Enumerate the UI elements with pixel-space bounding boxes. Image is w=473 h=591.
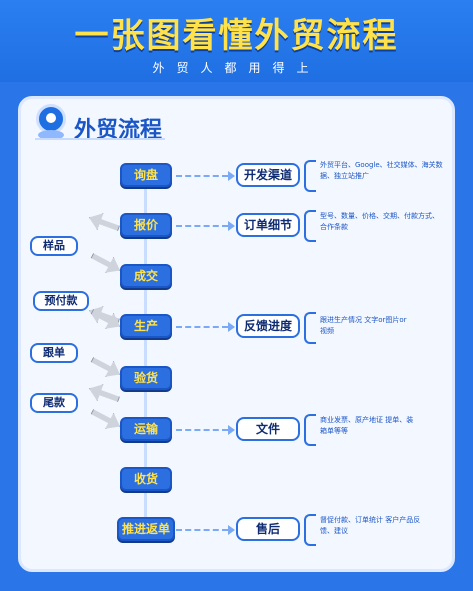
bracket bbox=[304, 210, 316, 242]
arrow-icon bbox=[228, 525, 235, 535]
step-inspection: 验货 bbox=[120, 366, 172, 390]
heading-underline bbox=[35, 138, 165, 140]
step-receipt: 收货 bbox=[120, 467, 172, 491]
page-title: 一张图看懂外贸流程 bbox=[74, 16, 399, 56]
dashed-connector bbox=[176, 429, 228, 431]
step-production: 生产 bbox=[120, 314, 172, 338]
step-quote: 报价 bbox=[120, 213, 172, 237]
right-box-progress: 反馈进度 bbox=[236, 314, 300, 338]
page-subtitle: 外贸人都用得上 bbox=[152, 61, 321, 75]
dashed-connector bbox=[176, 175, 228, 177]
arrow-icon bbox=[228, 171, 235, 181]
dashed-connector bbox=[176, 326, 228, 328]
bracket bbox=[304, 312, 316, 344]
desc-documents: 商业发票、原产地证 提单、装箱单等等 bbox=[320, 416, 414, 435]
right-box-after-sales: 售后 bbox=[236, 517, 300, 541]
step-shipping: 运输 bbox=[120, 417, 172, 441]
arrow-icon bbox=[228, 322, 235, 332]
right-box-order-details: 订单细节 bbox=[236, 213, 300, 237]
arrow-icon bbox=[228, 425, 235, 435]
desc-channels: 外贸平台、Google、社交媒体、海关数据、独立站推广 bbox=[320, 161, 443, 180]
dashed-connector bbox=[176, 529, 228, 531]
bracket bbox=[304, 414, 316, 446]
right-box-channels: 开发渠道 bbox=[236, 163, 300, 187]
bracket bbox=[304, 160, 316, 192]
desc-after-sales: 督促付款、订单统计 客户产品反馈、建议 bbox=[320, 516, 421, 535]
arrow-icon bbox=[228, 221, 235, 231]
dashed-connector bbox=[176, 225, 228, 227]
flow-spine bbox=[144, 174, 147, 528]
left-box-follow-up: 跟单 bbox=[30, 343, 78, 363]
left-box-balance: 尾款 bbox=[30, 393, 78, 413]
top-banner bbox=[0, 0, 473, 82]
step-inquiry: 询盘 bbox=[120, 163, 172, 187]
left-box-sample: 样品 bbox=[30, 236, 78, 256]
step-reorder: 推进返单 bbox=[117, 517, 175, 541]
desc-order-details: 型号、数量、价格、交期、付款方式、合作条款 bbox=[320, 212, 439, 231]
bracket bbox=[304, 514, 316, 546]
location-pin-base bbox=[38, 130, 64, 140]
step-deal: 成交 bbox=[120, 264, 172, 288]
left-box-deposit: 预付款 bbox=[33, 291, 89, 311]
desc-progress: 跟进生产情况 文字or图片or视频 bbox=[320, 316, 407, 335]
right-box-documents: 文件 bbox=[236, 417, 300, 441]
